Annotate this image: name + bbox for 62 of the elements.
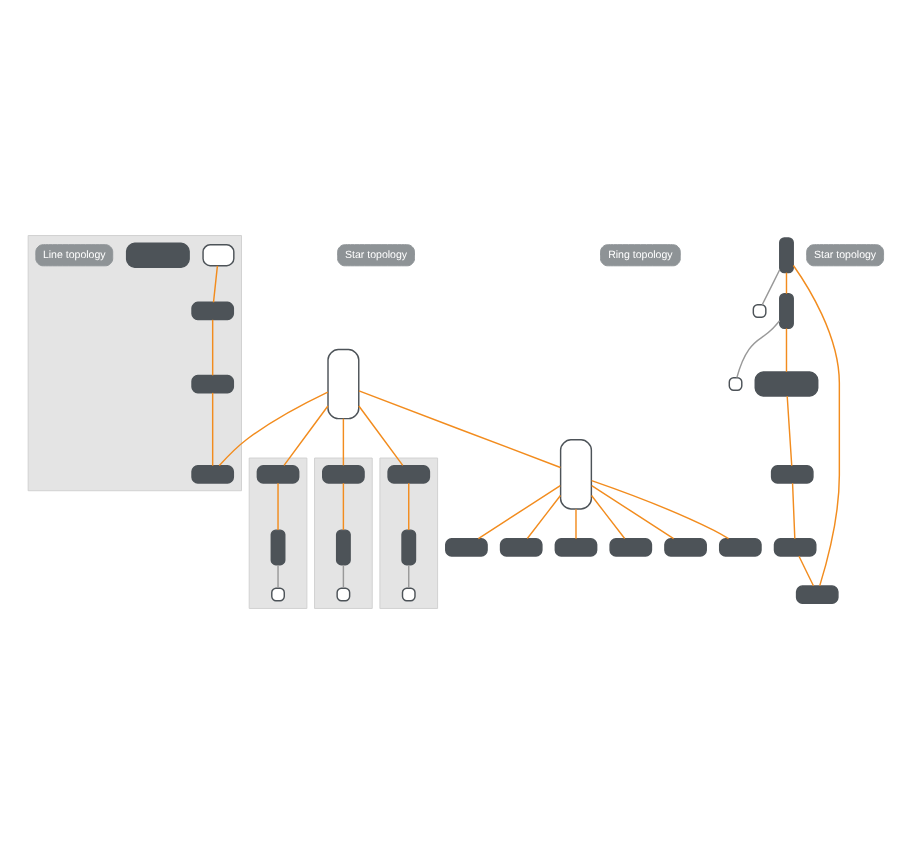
- connector: [218, 390, 329, 466]
- node-box: [718, 537, 762, 556]
- node-box: [664, 537, 707, 556]
- node-box: [401, 528, 417, 565]
- node-box: [559, 438, 593, 509]
- node-box: [191, 373, 235, 393]
- node-box: [779, 291, 794, 328]
- cluster: [314, 456, 373, 608]
- node-box: [327, 347, 360, 419]
- node-box: [336, 586, 351, 601]
- connector: [342, 563, 345, 588]
- cluster: [248, 456, 308, 608]
- connector: [211, 391, 214, 466]
- connector: [408, 481, 410, 530]
- connector: [477, 483, 561, 539]
- connector: [798, 554, 815, 586]
- connector: [211, 318, 214, 376]
- node-box: [554, 537, 598, 556]
- connector: [785, 326, 788, 372]
- node-box: [335, 528, 351, 565]
- node-box: [401, 586, 416, 601]
- connector: [785, 270, 788, 294]
- node-box: [754, 370, 819, 396]
- connector: [277, 563, 279, 588]
- connector: [736, 319, 781, 378]
- node-box: [271, 586, 285, 601]
- node-box: [256, 464, 300, 483]
- node-box: [191, 464, 235, 483]
- connector: [575, 507, 577, 539]
- connector: [526, 493, 562, 539]
- connector: [792, 263, 841, 586]
- node-box: [773, 537, 817, 556]
- connector: [342, 416, 345, 466]
- node-box: [728, 376, 743, 390]
- connector: [791, 481, 796, 539]
- node-box: [779, 236, 794, 273]
- connector: [358, 389, 562, 468]
- connector: [590, 483, 675, 539]
- connector: [358, 404, 404, 466]
- connector: [283, 404, 329, 466]
- node-box: [445, 537, 488, 556]
- node-box: [191, 300, 235, 320]
- cluster: [379, 456, 439, 608]
- node-box: [270, 528, 286, 565]
- node-box: [499, 537, 543, 556]
- node-box: [322, 464, 365, 483]
- node-box: [125, 241, 190, 267]
- node-box: [795, 584, 839, 603]
- node-box: [387, 464, 431, 483]
- connector: [342, 481, 345, 530]
- cluster: [27, 234, 242, 491]
- node-box: [609, 537, 653, 556]
- connector: [590, 493, 626, 539]
- connector: [277, 481, 279, 530]
- node-box: [752, 303, 767, 317]
- connector: [761, 268, 781, 305]
- connector: [786, 394, 793, 466]
- node-box: [202, 242, 235, 266]
- node-box: [770, 464, 814, 483]
- connector: [408, 563, 410, 588]
- connector: [590, 478, 730, 539]
- connector: [212, 264, 219, 302]
